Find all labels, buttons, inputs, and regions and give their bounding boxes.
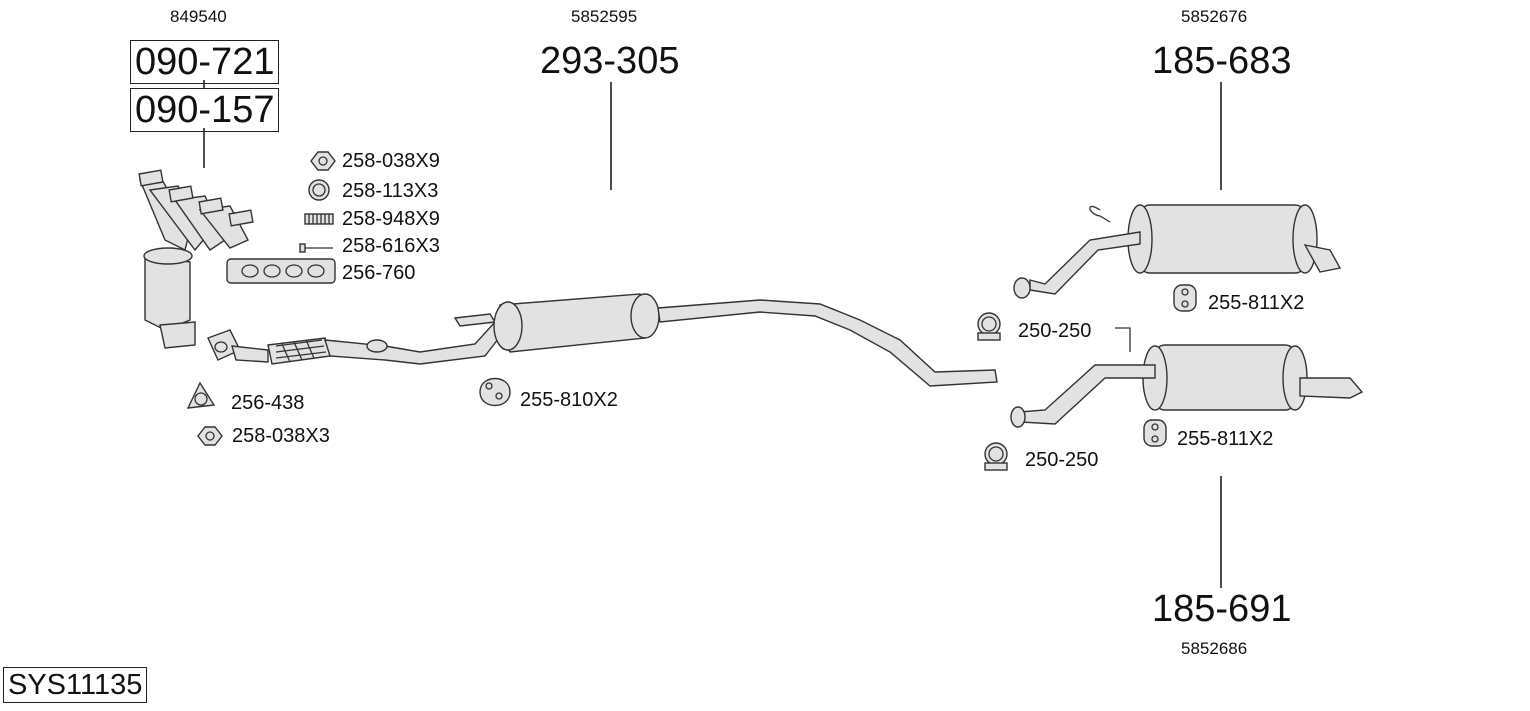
rubber-hanger-icon-3 bbox=[1143, 419, 1167, 447]
rear-lower-silencer-drawing bbox=[1010, 327, 1364, 428]
gasket-256-760-drawing bbox=[226, 258, 336, 284]
bolt-icon bbox=[299, 243, 333, 253]
spring-icon bbox=[304, 213, 334, 225]
accessory-label-nut-2: 258-038X3 bbox=[232, 425, 330, 447]
clamp-icon-1 bbox=[977, 312, 1001, 341]
accessory-label-nut: 258-038X9 bbox=[342, 150, 440, 172]
accessory-label-hanger-3: 255-811X2 bbox=[1177, 428, 1274, 450]
manifold-part-number: 090-721 bbox=[130, 40, 280, 84]
manifold-drawing bbox=[138, 169, 254, 349]
accessory-label-clamp-1: 250-250 bbox=[1018, 320, 1092, 342]
nut-icon-2 bbox=[197, 426, 223, 446]
middle-part-number: 293-305 bbox=[540, 40, 680, 82]
rear-upper-part-number: 185-683 bbox=[1152, 40, 1292, 82]
rear-upper-oe-number: 5852676 bbox=[1181, 7, 1248, 26]
accessory-label-hanger-2: 255-811X2 bbox=[1208, 292, 1305, 314]
middle-oe-number: 5852595 bbox=[571, 7, 638, 26]
accessory-label-hanger: 255-810X2 bbox=[520, 389, 618, 411]
rear-lower-oe-number: 5852686 bbox=[1181, 639, 1248, 658]
rubber-hanger-icon bbox=[479, 377, 511, 407]
rear-lower-part-number: 185-691 bbox=[1152, 588, 1292, 630]
accessory-label-flange-gasket: 256-438 bbox=[231, 392, 305, 414]
rubber-hanger-icon-2 bbox=[1173, 284, 1197, 312]
clamp-icon-2 bbox=[984, 442, 1008, 471]
accessory-label-clamp-2: 250-250 bbox=[1025, 449, 1099, 471]
accessory-label-gasket: 256-760 bbox=[342, 262, 416, 284]
rear-upper-silencer-drawing bbox=[1013, 204, 1342, 299]
manifold-lower-part-number: 090-157 bbox=[130, 88, 280, 132]
front-pipe-drawing bbox=[207, 313, 506, 365]
accessory-label-spring: 258-948X9 bbox=[342, 208, 440, 230]
system-code: SYS11135 bbox=[3, 667, 148, 704]
accessory-label-ring: 258-113X3 bbox=[342, 180, 439, 202]
middle-silencer-drawing bbox=[493, 293, 998, 387]
ring-gasket-icon bbox=[308, 179, 330, 201]
flange-gasket-icon bbox=[186, 381, 216, 409]
nut-icon bbox=[310, 151, 336, 171]
manifold-oe-number: 849540 bbox=[170, 7, 227, 26]
accessory-label-bolt: 258-616X3 bbox=[342, 235, 440, 257]
